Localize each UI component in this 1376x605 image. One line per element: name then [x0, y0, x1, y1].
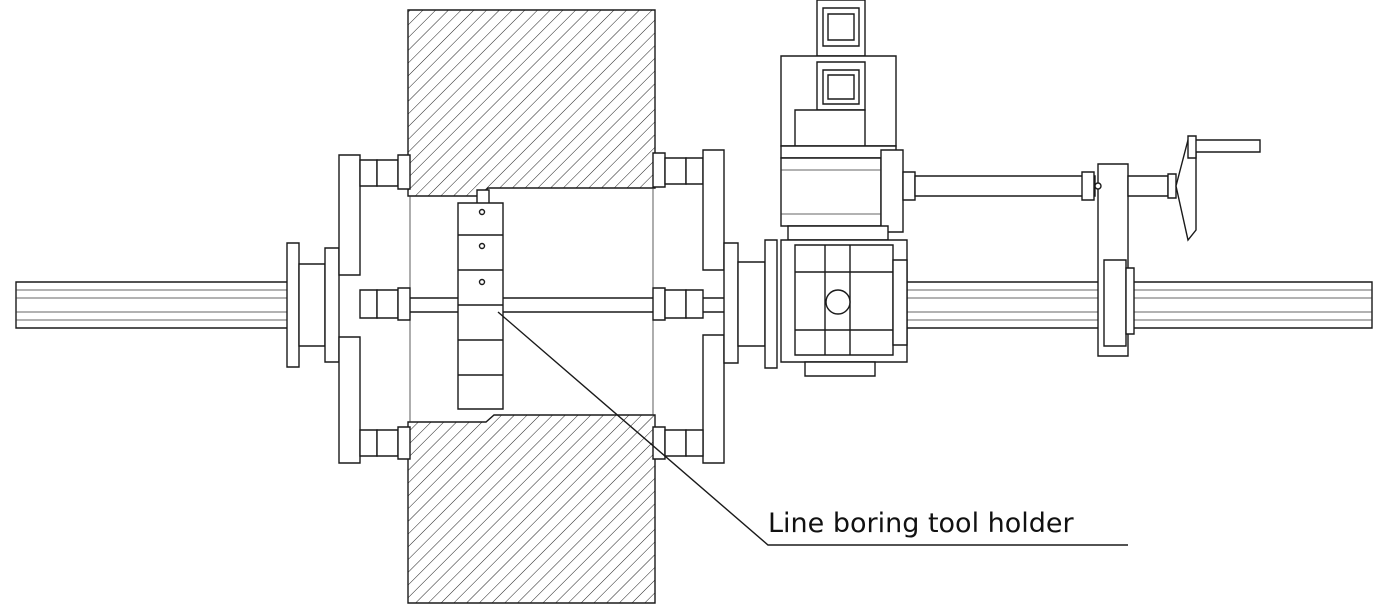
gearbox [781, 226, 907, 376]
annotation-label: Line boring tool holder [768, 508, 1075, 539]
tool-holder [458, 190, 503, 409]
feed-shaft [903, 172, 1095, 200]
hand-wheel [1168, 136, 1260, 240]
feed-support [1095, 164, 1168, 356]
right-bearing-support [653, 150, 777, 463]
workpiece-section [408, 10, 655, 603]
drive-motor [781, 0, 903, 232]
annotation-leader-line [498, 312, 1128, 545]
left-bearing-support [287, 155, 410, 463]
workpiece-upper-hatch [408, 10, 655, 196]
workpiece-lower-hatch [408, 415, 655, 603]
